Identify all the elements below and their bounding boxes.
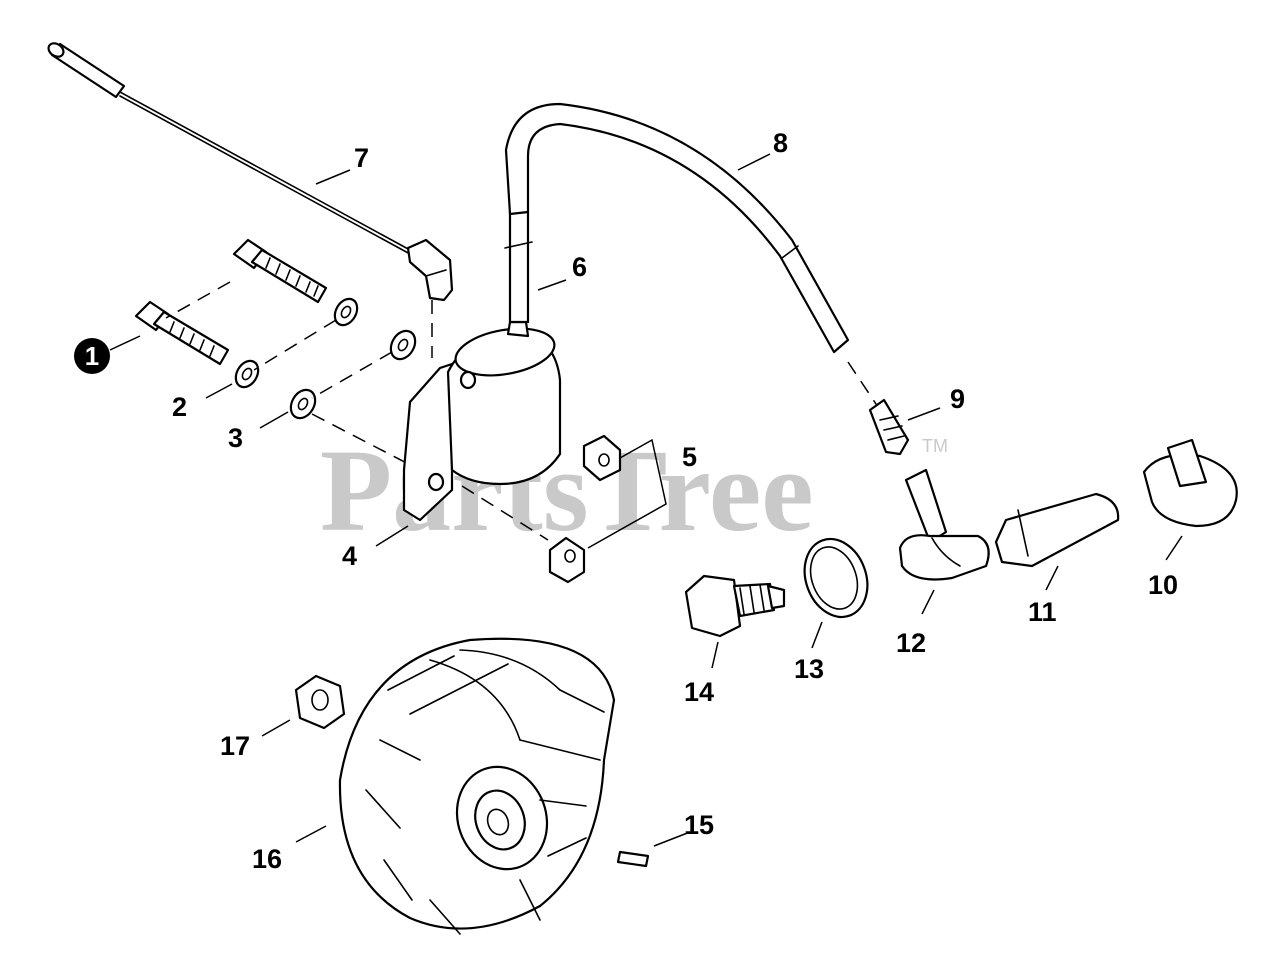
callout-8[interactable]: 8	[773, 128, 788, 158]
part-3-flat-washer-lower[interactable]	[286, 386, 320, 423]
part-14-spark-plug[interactable]	[684, 574, 786, 638]
part-1-screw-lower[interactable]	[134, 300, 230, 366]
part-3-flat-washer-upper[interactable]	[386, 327, 420, 364]
part-6-ignition-coil[interactable]	[402, 210, 562, 522]
part-8-spark-plug-lead[interactable]	[504, 102, 850, 354]
part-13-seal-ring[interactable]	[794, 530, 878, 626]
callout-1-label: 1	[85, 341, 99, 371]
callout-11[interactable]: 11	[1028, 597, 1057, 627]
part-17-flywheel-nut[interactable]	[294, 674, 346, 730]
leader-lines	[109, 153, 1183, 847]
part-15-flywheel-key[interactable]	[616, 850, 650, 868]
part-2-lock-washer-upper[interactable]	[330, 295, 361, 329]
part-11-terminal-cover[interactable]	[994, 492, 1120, 568]
callout-6[interactable]: 6	[572, 252, 587, 282]
callout-14[interactable]: 14	[684, 677, 714, 707]
watermark-trademark: TM	[922, 436, 948, 456]
part-16-flywheel[interactable]	[338, 637, 616, 935]
part-5-spacer-upper[interactable]	[582, 434, 622, 482]
part-5-spacer-lower[interactable]	[548, 536, 586, 584]
alignment-lines	[165, 281, 881, 541]
part-12-plug-boot[interactable]	[898, 468, 990, 581]
part-10-clip[interactable]	[1142, 438, 1238, 528]
callout-2[interactable]: 2	[172, 392, 187, 422]
callout-7[interactable]: 7	[354, 143, 369, 173]
callout-5[interactable]: 5	[682, 442, 697, 472]
callout-15[interactable]: 15	[684, 810, 714, 840]
callout-13[interactable]: 13	[794, 654, 824, 684]
callout-17[interactable]: 17	[220, 731, 250, 761]
callouts: 1 2 3 4 5 6 7 8 9 10 11 12 13 14 15 16 1…	[74, 128, 1178, 874]
callout-3[interactable]: 3	[228, 423, 243, 453]
callout-1[interactable]: 1	[74, 338, 110, 374]
part-1-screw-upper[interactable]	[232, 238, 328, 304]
part-7-stop-wire[interactable]	[46, 41, 454, 302]
callout-9[interactable]: 9	[950, 384, 965, 414]
callout-10[interactable]: 10	[1148, 570, 1178, 600]
part-9-spring-clip[interactable]	[868, 398, 910, 456]
part-2-lock-washer-lower[interactable]	[231, 357, 262, 391]
callout-12[interactable]: 12	[896, 628, 926, 658]
watermark-text: PartsTree	[320, 425, 814, 556]
callout-4[interactable]: 4	[342, 541, 357, 571]
callout-16[interactable]: 16	[252, 844, 282, 874]
watermark: PartsTree TM	[320, 425, 948, 556]
